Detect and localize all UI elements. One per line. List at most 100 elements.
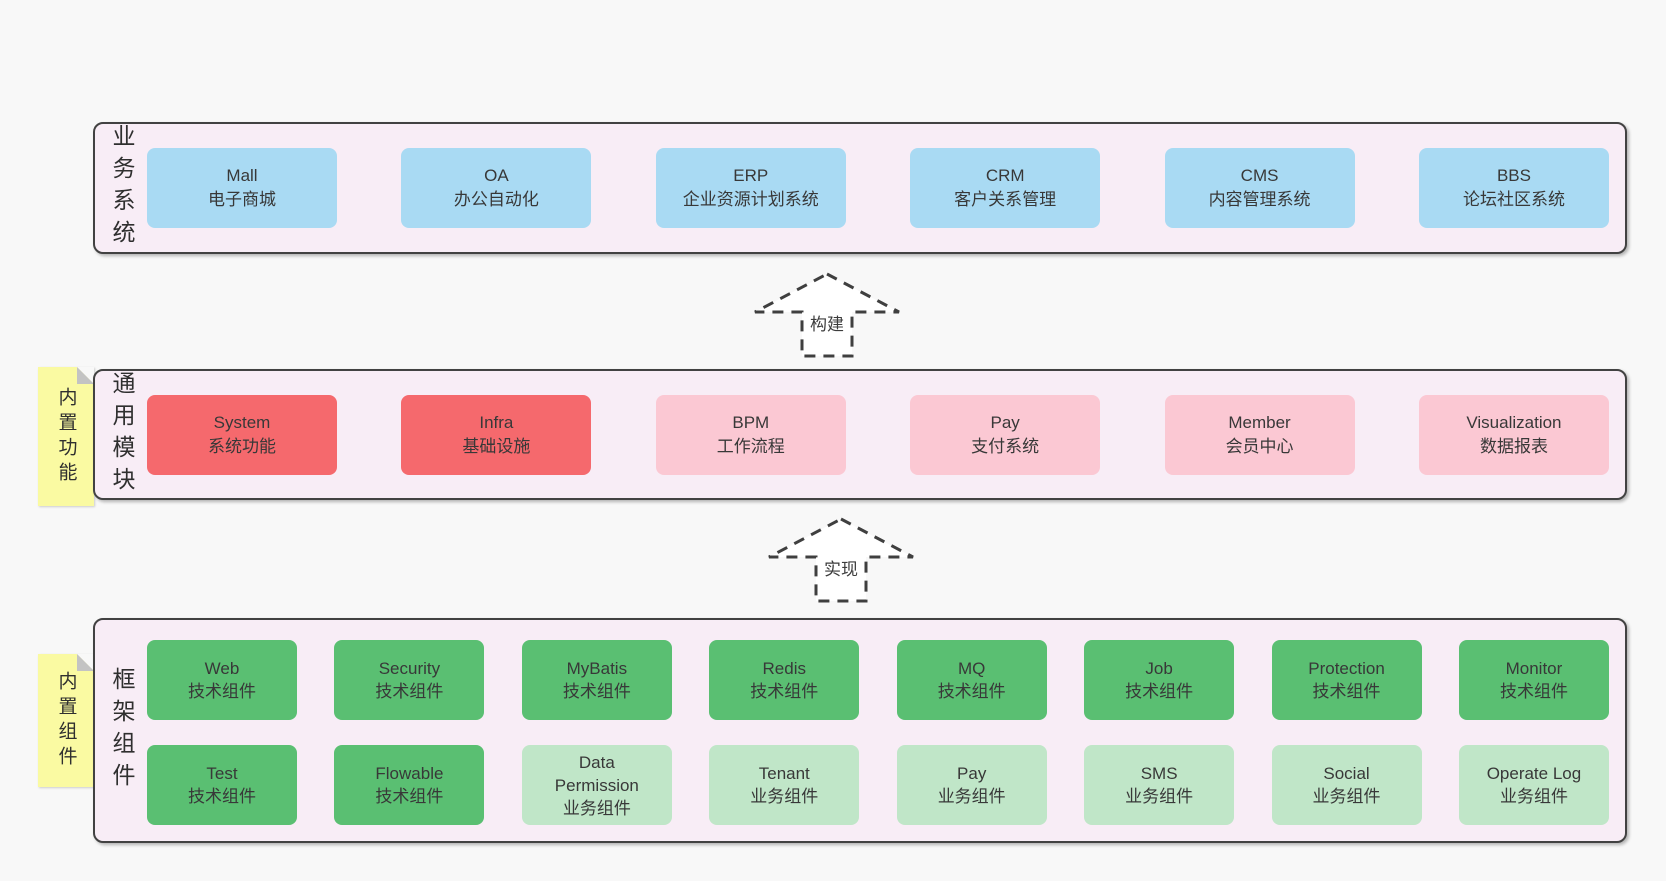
box-security: Security 技术组件 bbox=[334, 640, 485, 720]
box-subtitle: 技术组件 bbox=[562, 682, 631, 701]
box-title: ERP bbox=[733, 166, 769, 185]
box-title: Flowable bbox=[375, 764, 444, 783]
box-subtitle: 技术组件 bbox=[937, 682, 1006, 701]
box-social: Social 业务组件 bbox=[1271, 745, 1422, 825]
box-subtitle: 技术组件 bbox=[750, 682, 819, 701]
box-flowable: Flowable 技术组件 bbox=[334, 745, 485, 825]
box-title: Mall bbox=[226, 166, 258, 185]
box-infra: Infra 基础设施 bbox=[401, 394, 592, 475]
box-web: Web 技术组件 bbox=[147, 640, 297, 720]
box-pay-module: Pay 支付系统 bbox=[910, 394, 1101, 475]
box-monitor: Monitor 技术组件 bbox=[1458, 640, 1609, 720]
box-visualization: Visualization 数据报表 bbox=[1418, 394, 1609, 475]
box-tenant: Tenant 业务组件 bbox=[709, 745, 860, 825]
box-subtitle: 业务组件 bbox=[1125, 787, 1194, 806]
business-systems-container: 业务系统 Mall 电子商城 OA 办公自动化 ERP 企业资源计划系统 CRM… bbox=[93, 122, 1627, 254]
box-title: Tenant bbox=[758, 764, 810, 783]
box-title: BBS bbox=[1496, 166, 1531, 185]
box-title: Operate Log bbox=[1486, 764, 1582, 783]
box-title: Test bbox=[206, 764, 238, 783]
box-redis: Redis 技术组件 bbox=[709, 640, 860, 720]
box-title: Redis bbox=[762, 659, 806, 678]
box-title: Social bbox=[1323, 764, 1370, 783]
box-bpm: BPM 工作流程 bbox=[655, 394, 846, 475]
box-crm: CRM 客户关系管理 bbox=[910, 148, 1101, 228]
box-title: MQ bbox=[957, 659, 986, 678]
box-title: BPM bbox=[732, 412, 770, 432]
box-pay-component: Pay 业务组件 bbox=[896, 745, 1047, 825]
sticky-note-built-in-components: 内置组件 bbox=[38, 654, 94, 787]
box-cms: CMS 内容管理系统 bbox=[1164, 148, 1355, 228]
box-job: Job 技术组件 bbox=[1084, 640, 1235, 720]
section-label-business-systems: 业务系统 bbox=[109, 124, 135, 252]
box-operate-log: Operate Log 业务组件 bbox=[1458, 745, 1609, 825]
box-title: Infra bbox=[479, 412, 514, 432]
box-system: System 系统功能 bbox=[147, 394, 337, 475]
framework-components-row-2: Test 技术组件 Flowable 技术组件 Data Permission … bbox=[147, 745, 1609, 825]
box-subtitle: 系统功能 bbox=[208, 436, 276, 456]
framework-components-container: 框架组件 Web 技术组件 Security 技术组件 MyBatis 技术组件… bbox=[93, 618, 1627, 843]
box-title: SMS bbox=[1140, 764, 1178, 783]
box-subtitle: 技术组件 bbox=[1312, 682, 1381, 701]
box-subtitle: 技术组件 bbox=[375, 682, 444, 701]
box-subtitle: 会员中心 bbox=[1225, 436, 1294, 456]
box-subtitle: 技术组件 bbox=[1499, 682, 1568, 701]
common-modules-container: 通用模块 System 系统功能 Infra 基础设施 BPM 工作流程 Pay… bbox=[93, 369, 1627, 500]
box-mybatis: MyBatis 技术组件 bbox=[521, 640, 672, 720]
box-title: CMS bbox=[1240, 166, 1279, 185]
box-title: Pay bbox=[990, 412, 1020, 432]
box-subtitle: 技术组件 bbox=[1125, 682, 1194, 701]
box-bbs: BBS 论坛社区系统 bbox=[1418, 148, 1609, 228]
box-subtitle: 支付系统 bbox=[971, 436, 1040, 456]
box-oa: OA 办公自动化 bbox=[401, 148, 592, 228]
box-title: Security bbox=[378, 659, 441, 678]
box-title: Job bbox=[1145, 659, 1173, 678]
box-title: OA bbox=[484, 166, 509, 185]
box-subtitle: 业务组件 bbox=[1312, 787, 1381, 806]
box-title: Data Permission bbox=[554, 752, 639, 795]
box-title: Member bbox=[1228, 412, 1291, 432]
box-protection: Protection 技术组件 bbox=[1271, 640, 1422, 720]
build-arrow-label: 构建 bbox=[807, 310, 847, 335]
box-subtitle: 数据报表 bbox=[1479, 436, 1548, 456]
framework-components-row-1: Web 技术组件 Security 技术组件 MyBatis 技术组件 Redi… bbox=[147, 640, 1609, 720]
box-erp: ERP 企业资源计划系统 bbox=[655, 148, 846, 228]
box-title: Visualization bbox=[1466, 412, 1562, 432]
box-sms: SMS 业务组件 bbox=[1084, 745, 1235, 825]
implement-arrow: 实现 bbox=[766, 517, 916, 603]
box-title: Pay bbox=[957, 764, 987, 783]
implement-arrow-label: 实现 bbox=[821, 555, 861, 580]
build-arrow: 构建 bbox=[752, 272, 902, 358]
box-subtitle: 内容管理系统 bbox=[1208, 190, 1311, 209]
box-subtitle: 工作流程 bbox=[716, 436, 785, 456]
common-modules-row: System 系统功能 Infra 基础设施 BPM 工作流程 Pay 支付系统… bbox=[147, 394, 1609, 475]
box-subtitle: 业务组件 bbox=[562, 798, 631, 818]
sticky-note-label: 内置组件 bbox=[55, 670, 77, 771]
box-subtitle: 业务组件 bbox=[937, 787, 1006, 806]
box-mall: Mall 电子商城 bbox=[147, 148, 337, 228]
box-test: Test 技术组件 bbox=[147, 745, 297, 825]
box-subtitle: 论坛社区系统 bbox=[1462, 190, 1565, 209]
box-subtitle: 业务组件 bbox=[1499, 787, 1568, 806]
box-subtitle: 基础设施 bbox=[462, 436, 531, 456]
box-subtitle: 电子商城 bbox=[208, 190, 276, 209]
box-title: Protection bbox=[1308, 659, 1385, 678]
box-subtitle: 办公自动化 bbox=[453, 190, 539, 209]
box-subtitle: 客户关系管理 bbox=[954, 190, 1057, 209]
box-subtitle: 企业资源计划系统 bbox=[682, 190, 819, 209]
box-data-permission: Data Permission 业务组件 bbox=[521, 745, 672, 825]
section-label-common-modules: 通用模块 bbox=[109, 370, 135, 499]
box-subtitle: 技术组件 bbox=[188, 787, 256, 806]
box-subtitle: 技术组件 bbox=[188, 682, 256, 701]
box-mq: MQ 技术组件 bbox=[896, 640, 1047, 720]
box-member: Member 会员中心 bbox=[1164, 394, 1355, 475]
box-title: CRM bbox=[985, 166, 1025, 185]
business-systems-row: Mall 电子商城 OA 办公自动化 ERP 企业资源计划系统 CRM 客户关系… bbox=[147, 148, 1609, 228]
box-title: System bbox=[213, 412, 271, 432]
box-subtitle: 业务组件 bbox=[750, 787, 819, 806]
box-title: Web bbox=[204, 659, 240, 678]
box-title: Monitor bbox=[1505, 659, 1563, 678]
sticky-note-built-in-features: 内置功能 bbox=[38, 367, 94, 506]
section-label-framework-components: 框架组件 bbox=[109, 666, 135, 795]
box-subtitle: 技术组件 bbox=[375, 787, 444, 806]
